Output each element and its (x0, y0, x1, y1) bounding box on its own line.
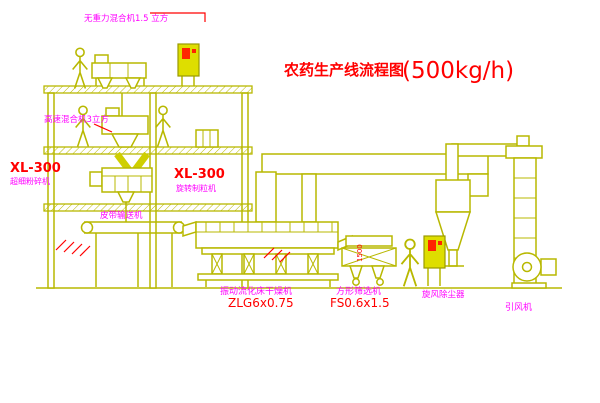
sieve-wheel-left (352, 278, 360, 286)
duct-horizontal (261, 153, 489, 175)
label-granulator-mid-name: 旋转制粒机 (176, 183, 216, 193)
building-frame (43, 85, 253, 289)
stack-top-stub (516, 135, 530, 147)
worker-figure-ground (400, 238, 420, 288)
label-dryer-name: 振动流化床干燥机 (220, 285, 292, 297)
worker-figure-roof (71, 47, 89, 90)
label-sieve-model: FS0.6x1.5 (330, 296, 390, 310)
label-granulator-left-model: XL-300 (10, 161, 61, 176)
dryer-mesh (205, 222, 333, 232)
worker-figure-floor2-right (154, 105, 172, 148)
high-speed-mixer (101, 107, 149, 148)
worker-figure-floor2-left (74, 105, 92, 148)
floor2-aux-box (195, 129, 219, 148)
control-cabinet-top (177, 43, 200, 86)
fan-housing (512, 252, 542, 282)
fan-motor (540, 258, 557, 276)
dryer-skid (197, 273, 339, 281)
exhaust-stack (505, 135, 543, 285)
stack-cap (505, 145, 543, 159)
cyclone-body (435, 179, 471, 213)
duct-riser-secondary (301, 173, 317, 223)
mixer-hopper-left (96, 77, 114, 89)
belt-conveyor (80, 220, 197, 287)
sieve-wheel-right (376, 278, 384, 286)
granulator-cone (116, 191, 136, 203)
granulator-motor (89, 171, 103, 187)
duct-riser-main (255, 171, 277, 223)
cabinet-knob (438, 241, 442, 245)
square-sieve (337, 234, 397, 286)
label-dryer-model: ZLG6x0.75 (228, 296, 294, 310)
rotary-granulator (89, 167, 153, 222)
label-high-speed-mixer: 高速混合机3立方 (44, 114, 109, 125)
cabinet-screen (428, 240, 436, 251)
floor2-slab (43, 146, 253, 155)
label-top-mixer: 无重力混合机1.5 立方 (84, 13, 168, 24)
label-granulator-left-name: 超细粉碎机 (10, 176, 50, 186)
sieve-hopper (345, 235, 393, 247)
induced-draft-fan (511, 252, 557, 289)
belt-roller-left (80, 221, 94, 234)
label-granulator-mid-model: XL-300 (174, 167, 225, 182)
page-title: 农药生产线流程图 (283, 61, 404, 79)
dryer-body (195, 221, 339, 249)
cyclone-discharge-stub (448, 249, 458, 267)
page-title-capacity: (500kg/h) (402, 58, 514, 84)
mixer-hopper-right (124, 77, 142, 89)
label-fan: 引风机 (505, 301, 532, 313)
label-sieve-name: 方形筛选机 (336, 285, 381, 297)
control-cabinet-right (423, 235, 446, 286)
sieve-discharge-right (370, 265, 386, 279)
leader-top-mixer (150, 12, 206, 22)
mixer-body (91, 62, 147, 79)
conveyor-chute (182, 220, 197, 238)
leader-hs-mixer (93, 123, 113, 133)
floor3-slab (43, 203, 253, 212)
label-cyclone: 旋风除尘器 (422, 289, 465, 300)
duct-downcomer (467, 173, 489, 197)
cabinet-knob (192, 49, 196, 53)
hs-mixer-cone (110, 133, 140, 148)
dryer-base-frame (201, 247, 335, 255)
gravity-mixer (91, 54, 147, 116)
label-sieve-dimension: 1500 (356, 244, 364, 262)
roof-slab (43, 85, 253, 94)
sieve-discharge-left (348, 265, 364, 279)
cyclone-separator (434, 143, 523, 267)
fan-hub (521, 261, 533, 273)
granulator-body (101, 167, 153, 193)
cabinet-screen (182, 48, 190, 59)
label-belt-conveyor: 皮带输送机 (100, 210, 143, 221)
cyclone-outlet-pipe-vertical (445, 143, 459, 183)
pit-hatch-red (55, 239, 91, 257)
dryer-hatch-red (263, 247, 291, 263)
fan-base (511, 282, 547, 289)
fluid-bed-dryer (195, 221, 339, 287)
